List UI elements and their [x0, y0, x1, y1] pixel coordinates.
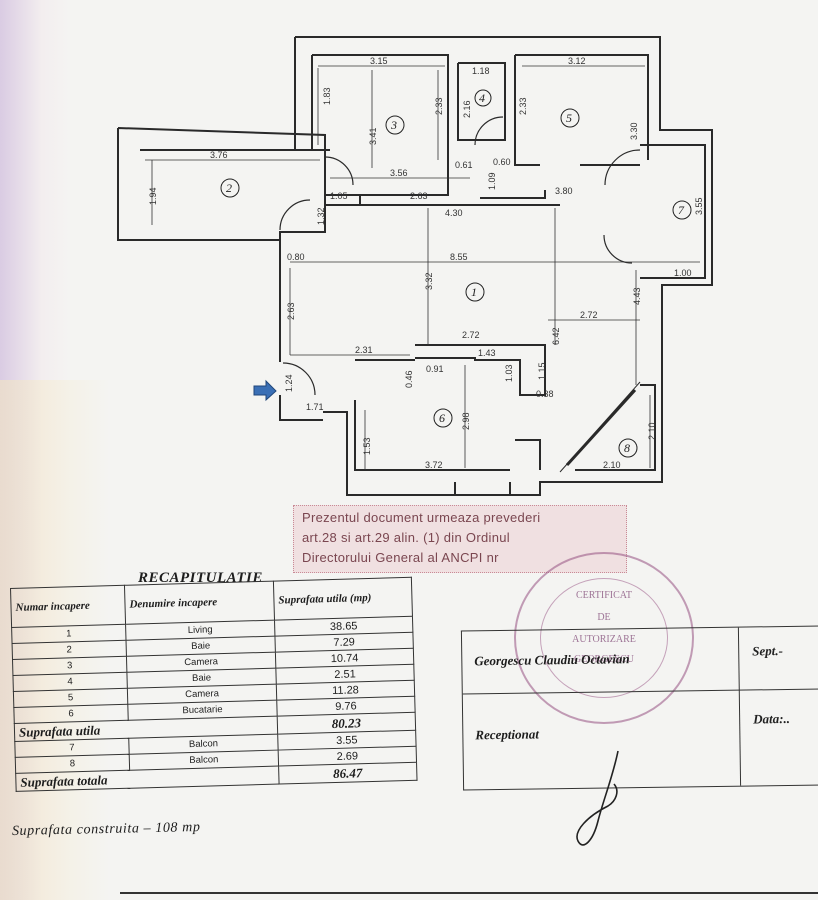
dim-label: 1.32	[316, 207, 326, 225]
dim-label: 3.55	[694, 197, 704, 215]
room-number-6: 6	[439, 411, 445, 425]
seal-text: DE	[597, 612, 611, 623]
authorization-seal: CERTIFICAT DE AUTORIZARE GEORGESCU	[514, 552, 694, 724]
dim-label: 2.10	[647, 422, 657, 440]
dim-label: 2.72	[580, 310, 598, 320]
dim-label: 4.43	[632, 287, 642, 305]
dim-label: 3.80	[555, 186, 573, 196]
room-number-5: 5	[566, 111, 572, 125]
dim-label: 0.46	[404, 370, 414, 388]
room8-wall	[575, 384, 656, 471]
dim-label: 2.10	[603, 460, 621, 470]
column-header: Denumire incapere	[124, 581, 275, 625]
dim-label: 0.60	[493, 157, 511, 167]
dim-label: 1.24	[284, 374, 294, 392]
room2-wall	[117, 127, 326, 241]
date-label: Data:..	[753, 710, 791, 727]
dim-label: 0.91	[426, 364, 444, 374]
dim-label: 1.05	[330, 191, 348, 201]
dim-label: 3.32	[424, 272, 434, 290]
dim-label: 3.30	[629, 122, 639, 140]
dim-label: 6.42	[551, 327, 561, 345]
outer-wall-left	[294, 37, 325, 151]
divider-line	[120, 892, 818, 894]
room7-wall	[640, 144, 706, 279]
dim-label: 3.72	[425, 460, 443, 470]
dim-label: 1.94	[148, 187, 158, 205]
dim-label: 3.12	[568, 56, 586, 66]
room-number-2: 2	[226, 181, 232, 195]
dim-label: 2.72	[462, 330, 480, 340]
dim-label: 1.09	[487, 172, 497, 190]
dim-label: 3.15	[370, 56, 388, 66]
dim-label: 4.30	[445, 208, 463, 218]
room-number-1: 1	[471, 285, 477, 299]
notice-line: Directorului General al ANCPI nr	[302, 550, 499, 565]
dim-label: 1.43	[478, 348, 496, 358]
dim-label: 2.16	[462, 100, 472, 118]
dim-label: 1.71	[306, 402, 324, 412]
room-number-4: 4	[479, 91, 485, 105]
surveyor-name: Georgescu Claudiu Octavian	[474, 651, 630, 669]
recap-title: RECAPITULATIE	[138, 570, 263, 586]
seal-text: GEORGESCU	[573, 654, 634, 665]
paper-tint-lower	[0, 380, 110, 900]
entrance-arrow-icon	[253, 379, 277, 402]
column-header: Suprafata utila (mp)	[273, 577, 413, 621]
handwritten-signature-icon	[576, 750, 619, 846]
dim-label: 0.38	[536, 389, 554, 399]
notice-line: Prezentul document urmeaza prevederi	[302, 510, 541, 525]
signature-block: Georgescu Claudiu Octavian Sept.- Recept…	[460, 625, 818, 791]
dim-label: 1.83	[322, 87, 332, 105]
floor-plan: 2 3 4 5 1 7 6 8 3.76 1.94 3.15 1.83 3.41…	[117, 36, 713, 496]
dim-label: 2.31	[355, 345, 373, 355]
dim-label: 2.33	[518, 97, 528, 115]
built-area-text: Suprafata construita – 108 mp	[11, 820, 201, 839]
dim-label: 1.03	[504, 364, 514, 382]
room5-wall	[515, 54, 649, 160]
dim-label: 8.55	[450, 252, 468, 262]
dim-label: 0.80	[287, 252, 305, 262]
seal-text: CERTIFICAT	[575, 590, 633, 601]
room-number-8: 8	[624, 441, 630, 455]
room3-wall	[312, 54, 449, 205]
dim-label: 3.76	[210, 150, 228, 160]
dim-label: 2.63	[410, 191, 428, 201]
room-number-3: 3	[390, 118, 397, 132]
dim-label: 1.15	[537, 362, 547, 380]
room-number-7: 7	[678, 203, 685, 217]
dim-label: 1.18	[472, 66, 490, 76]
dim-label: 1.53	[362, 437, 372, 455]
dim-label: 3.41	[368, 127, 378, 145]
dim-label: 2.98	[461, 412, 471, 430]
receptionat-label: Receptionat	[475, 726, 540, 743]
dim-label: 1.00	[674, 268, 692, 278]
dim-label: 3.56	[390, 168, 408, 178]
seal-text: AUTORIZARE	[572, 634, 636, 645]
dim-label: 0.61	[455, 160, 473, 170]
dim-label: 2.33	[434, 97, 444, 115]
outer-wall	[295, 36, 713, 496]
total-area-value: 86.47	[278, 762, 418, 785]
recap-table: Numar incapere Denumire incapere Suprafa…	[10, 577, 418, 792]
notice-line: art.28 si art.29 alin. (1) din Ordinul	[302, 530, 510, 545]
room4-wall	[457, 62, 506, 141]
sept-label: Sept.-	[752, 643, 784, 659]
column-header: Numar incapere	[10, 585, 126, 628]
dim-label: 2.63	[286, 302, 296, 320]
